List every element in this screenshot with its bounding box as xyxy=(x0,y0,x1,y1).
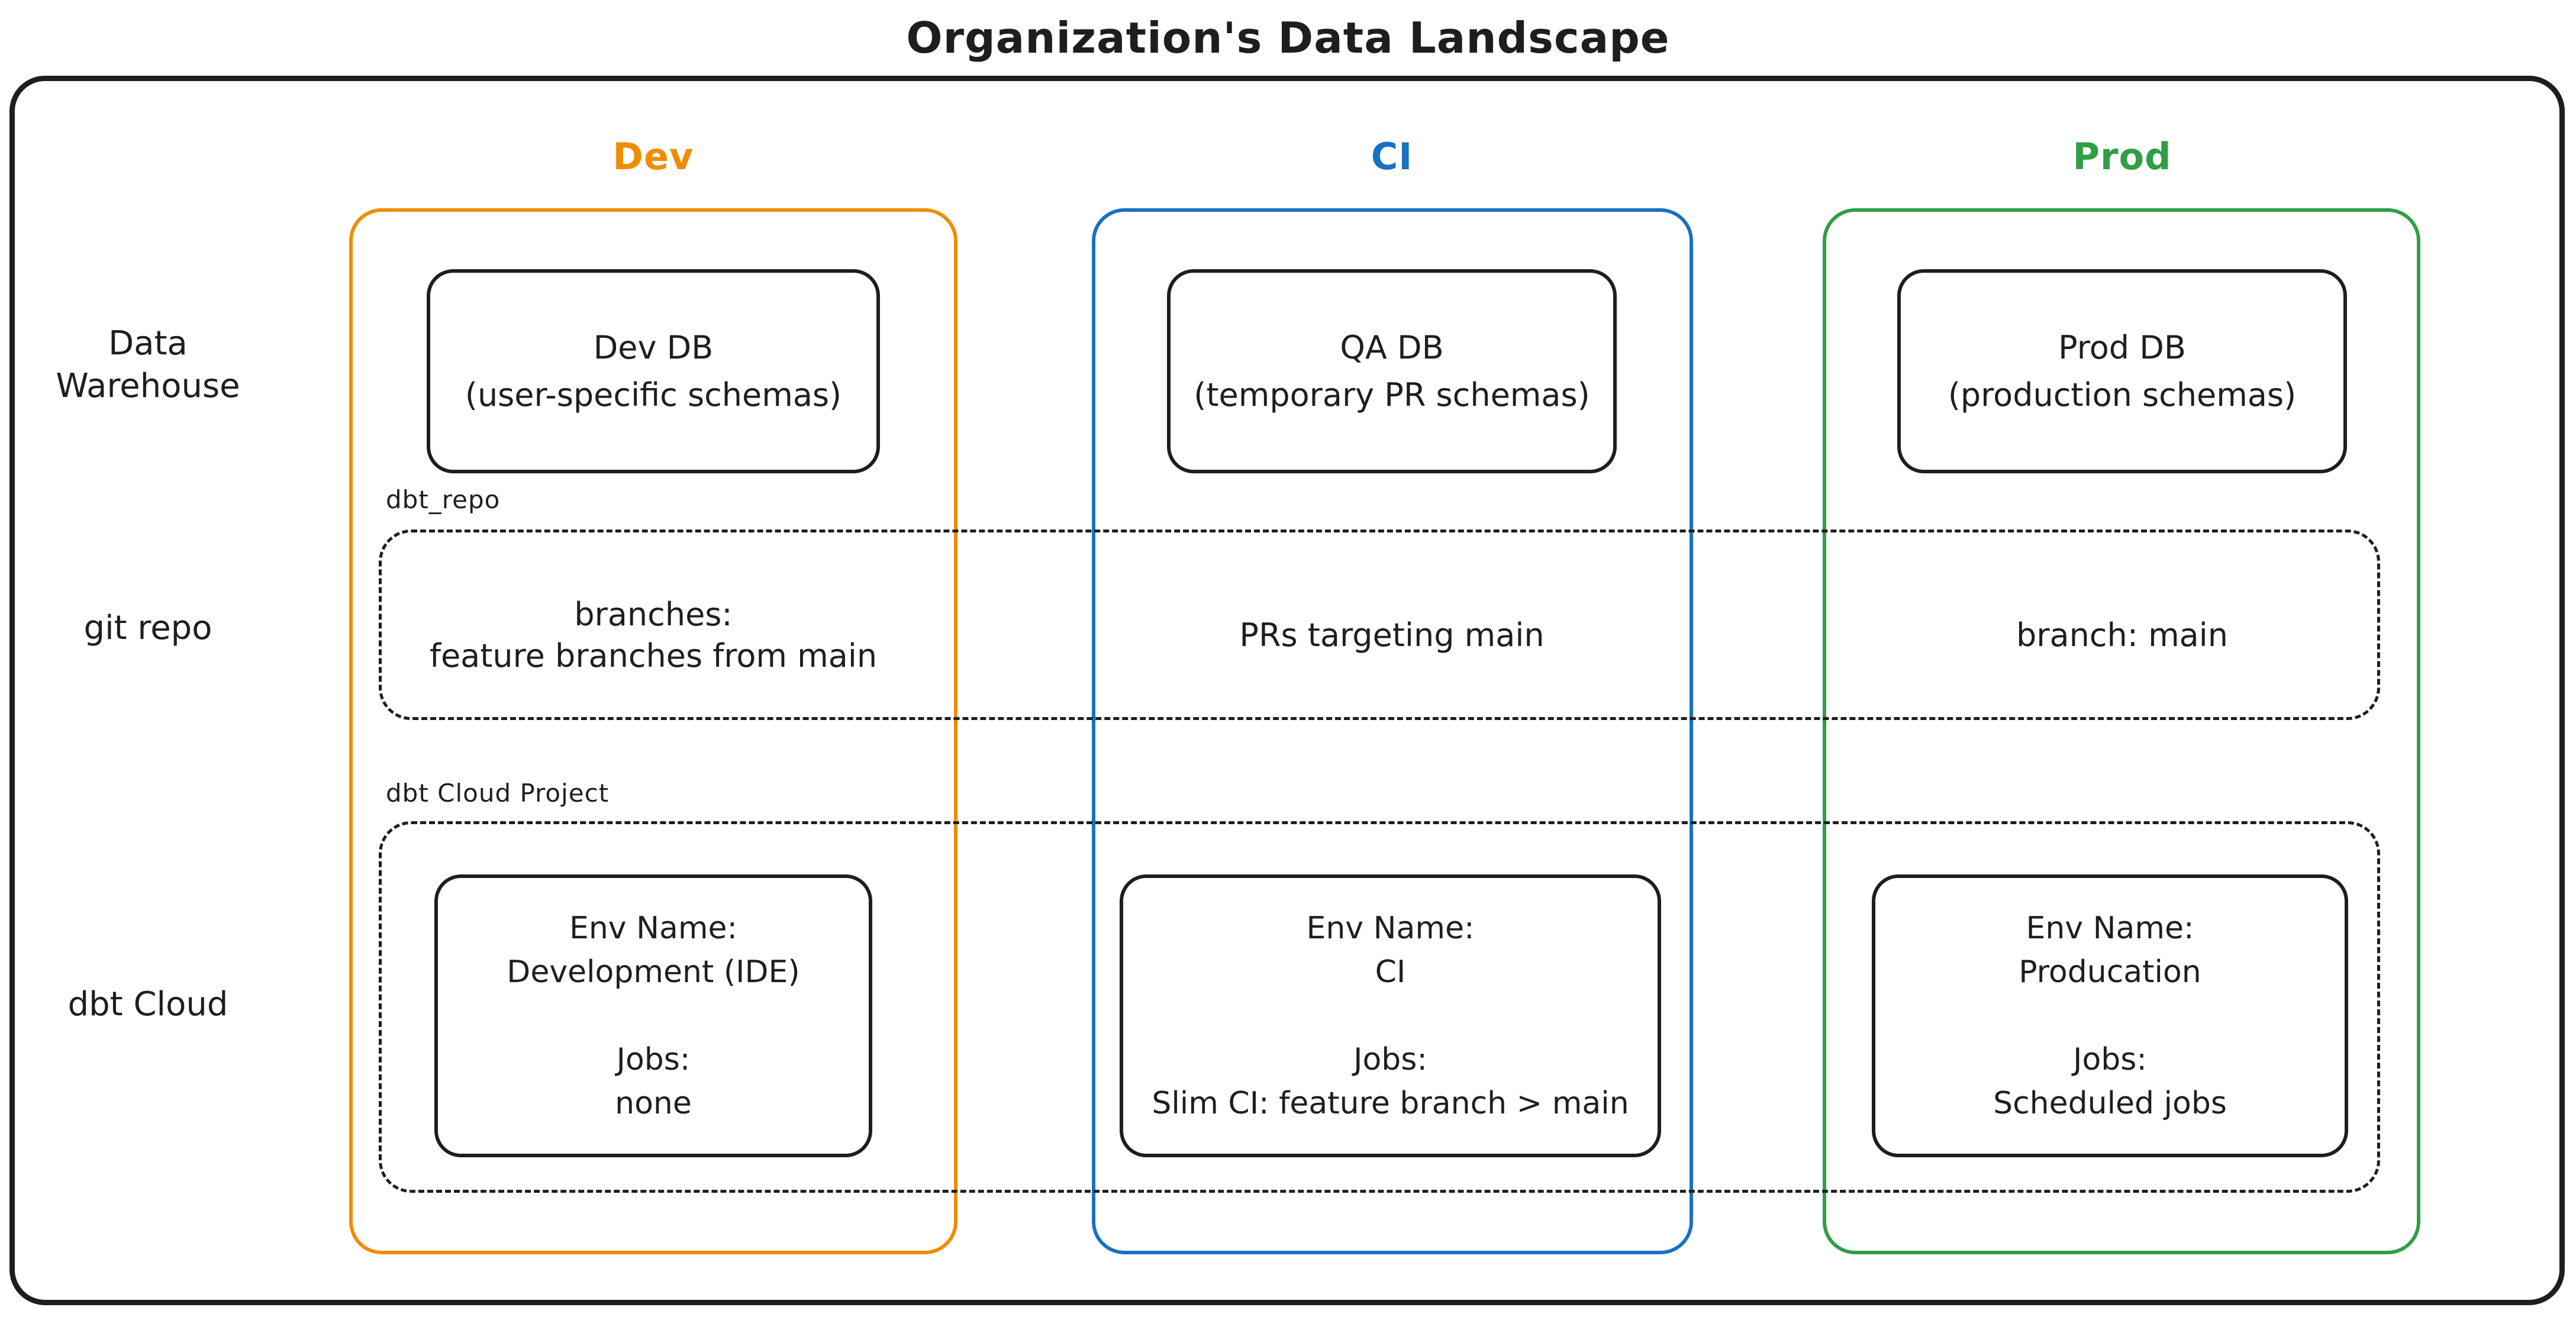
ci-jobs-label: Jobs: xyxy=(1353,1042,1427,1077)
column-box-ci xyxy=(1092,208,1693,1254)
prod-git-text: branch: main xyxy=(2016,616,2228,654)
prod-env-box: Env Name: Producation Jobs: Scheduled jo… xyxy=(1872,874,2348,1157)
prod-env-name-label: Env Name: xyxy=(2026,911,2194,946)
prod-db-detail: (production schemas) xyxy=(1948,376,2297,414)
dev-env-box: Env Name: Development (IDE) Jobs: none xyxy=(434,874,872,1157)
qa-db-box: QA DB (temporary PR schemas) xyxy=(1167,269,1617,473)
dbt-repo-label: dbt_repo xyxy=(386,485,501,514)
dev-db-detail: (user-specific schemas) xyxy=(465,376,842,414)
dev-jobs-label: Jobs: xyxy=(616,1042,691,1077)
prod-env-name: Producation xyxy=(2019,954,2201,990)
dev-git-text: branches: feature branches from main xyxy=(357,594,949,677)
landscape-container-box xyxy=(9,76,2565,1305)
row-label-dbt-cloud: dbt Cloud xyxy=(67,985,228,1024)
qa-db-detail: (temporary PR schemas) xyxy=(1194,376,1590,414)
prod-db-name: Prod DB xyxy=(2058,328,2186,366)
column-box-dev xyxy=(349,208,957,1254)
dev-env-name: Development (IDE) xyxy=(507,954,800,990)
row-label-data-warehouse: Data Warehouse xyxy=(18,322,278,408)
dev-git-line1: branches: xyxy=(574,596,733,633)
dev-db-name: Dev DB xyxy=(593,328,714,366)
ci-env-name-label: Env Name: xyxy=(1306,911,1475,946)
row-label-data-warehouse-line2: Warehouse xyxy=(56,367,240,405)
dbt-cloud-project-label: dbt Cloud Project xyxy=(386,779,610,808)
dev-db-box: Dev DB (user-specific schemas) xyxy=(427,269,880,473)
ci-env-box: Env Name: CI Jobs: Slim CI: feature bran… xyxy=(1120,874,1661,1157)
ci-jobs: Slim CI: feature branch > main xyxy=(1152,1086,1629,1121)
dbt-repo-dashed-box xyxy=(379,530,2380,720)
prod-db-box: Prod DB (production schemas) xyxy=(1897,269,2347,473)
qa-db-name: QA DB xyxy=(1340,328,1444,366)
column-header-ci: CI xyxy=(1371,135,1413,178)
dev-env-name-label: Env Name: xyxy=(569,911,738,946)
dev-jobs: none xyxy=(615,1086,692,1121)
column-header-prod: Prod xyxy=(2072,135,2172,178)
ci-git-text: PRs targeting main xyxy=(1239,616,1545,654)
dev-git-line2: feature branches from main xyxy=(429,637,878,674)
row-label-git-repo: git repo xyxy=(83,609,212,647)
prod-jobs: Scheduled jobs xyxy=(1993,1086,2227,1121)
column-box-prod xyxy=(1823,208,2420,1254)
dbt-cloud-project-dashed-box xyxy=(379,821,2380,1193)
diagram-title: Organization's Data Landscape xyxy=(906,13,1670,63)
ci-env-name: CI xyxy=(1375,954,1406,990)
row-label-data-warehouse-line1: Data xyxy=(108,324,188,363)
prod-jobs-label: Jobs: xyxy=(2073,1042,2147,1077)
column-header-dev: Dev xyxy=(612,135,694,178)
